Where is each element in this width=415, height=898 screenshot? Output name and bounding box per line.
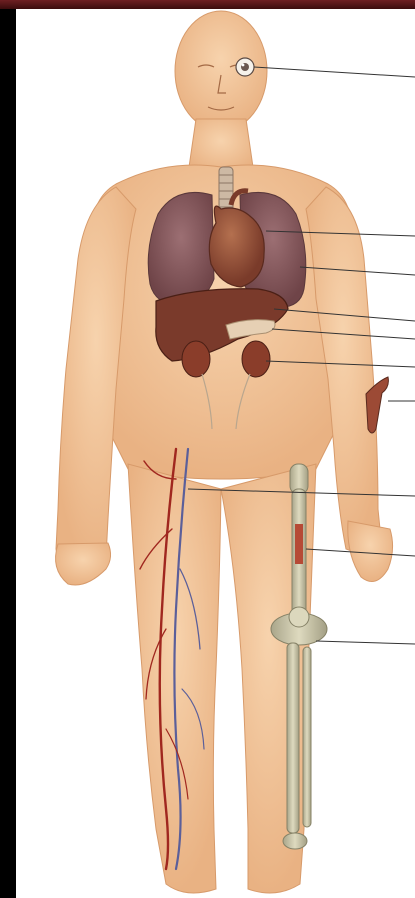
anatomy-canvas	[16, 9, 415, 898]
leader-line-eye	[254, 67, 415, 77]
left-hand	[348, 521, 393, 582]
human-anatomy-diagram	[16, 9, 415, 898]
eye-anatomy	[236, 58, 254, 76]
leader-line-knee	[316, 641, 415, 644]
body-silhouette	[56, 11, 393, 893]
right-hand	[56, 543, 111, 585]
top-border	[0, 0, 415, 9]
